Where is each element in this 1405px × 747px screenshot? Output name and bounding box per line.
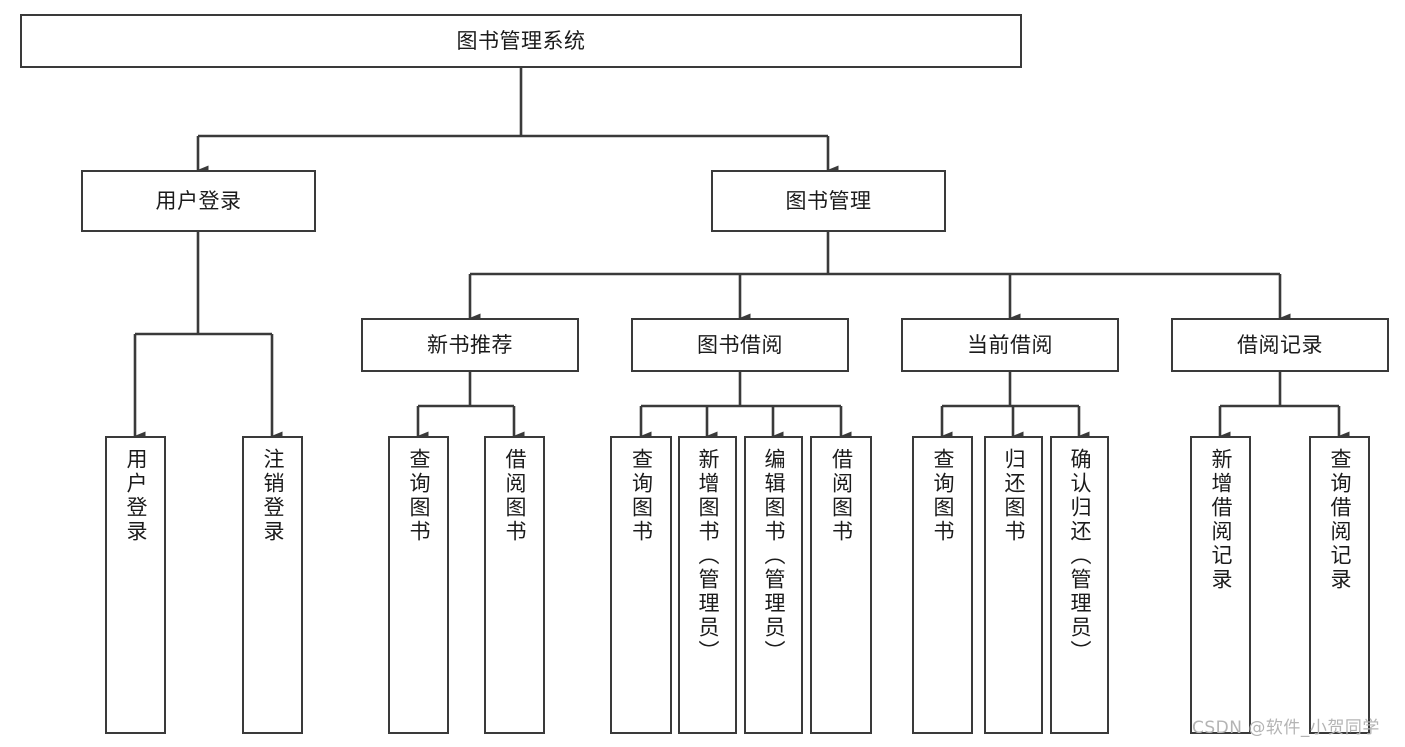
node-borrow-record[interactable]: 借阅记录 xyxy=(1171,318,1389,372)
node-label: 查询图书 xyxy=(931,448,955,544)
node-leaf-query-book-2[interactable]: 查询图书 xyxy=(610,436,672,734)
edge-paths xyxy=(133,68,1350,441)
node-label: 编辑图书（管理员） xyxy=(762,448,786,664)
node-leaf-query-record[interactable]: 查询借阅记录 xyxy=(1309,436,1370,734)
node-leaf-query-book-3[interactable]: 查询图书 xyxy=(912,436,973,734)
node-user-login[interactable]: 用户登录 xyxy=(81,170,316,232)
node-current-borrow[interactable]: 当前借阅 xyxy=(901,318,1119,372)
node-leaf-confirm-return[interactable]: 确认归还（管理员） xyxy=(1050,436,1109,734)
node-leaf-borrow-book-2[interactable]: 借阅图书 xyxy=(810,436,872,734)
node-leaf-borrow-book-1[interactable]: 借阅图书 xyxy=(484,436,545,734)
node-leaf-user-login[interactable]: 用户登录 xyxy=(105,436,166,734)
node-book-manage[interactable]: 图书管理 xyxy=(711,170,946,232)
node-label: 用户登录 xyxy=(155,188,242,213)
node-label: 图书借阅 xyxy=(697,332,783,357)
node-label: 归还图书 xyxy=(1002,448,1026,544)
node-label: 查询图书 xyxy=(407,448,431,544)
node-leaf-edit-book[interactable]: 编辑图书（管理员） xyxy=(744,436,803,734)
node-leaf-add-book[interactable]: 新增图书（管理员） xyxy=(678,436,737,734)
node-label: 图书管理 xyxy=(785,188,872,213)
node-label: 借阅图书 xyxy=(503,448,527,544)
node-root-book-management-system[interactable]: 图书管理系统 xyxy=(20,14,1022,68)
node-new-book-rec[interactable]: 新书推荐 xyxy=(361,318,579,372)
node-book-borrow[interactable]: 图书借阅 xyxy=(631,318,849,372)
node-label: 新书推荐 xyxy=(427,332,513,357)
node-leaf-return-book[interactable]: 归还图书 xyxy=(984,436,1043,734)
csdn-watermark: CSDN @软件_小贺同学 xyxy=(1192,718,1380,738)
node-leaf-add-record[interactable]: 新增借阅记录 xyxy=(1190,436,1251,734)
node-label: 查询借阅记录 xyxy=(1328,448,1352,592)
node-leaf-logout[interactable]: 注销登录 xyxy=(242,436,303,734)
node-label: 图书管理系统 xyxy=(456,28,586,53)
node-label: 借阅图书 xyxy=(829,448,854,544)
node-label: 用户登录 xyxy=(124,448,148,544)
node-label: 新增图书（管理员） xyxy=(696,448,720,664)
node-label: 注销登录 xyxy=(261,448,285,544)
node-label: 新增借阅记录 xyxy=(1209,448,1233,592)
node-leaf-query-book-1[interactable]: 查询图书 xyxy=(388,436,449,734)
node-label: 借阅记录 xyxy=(1237,332,1323,357)
node-label: 当前借阅 xyxy=(967,332,1053,357)
node-label: 查询图书 xyxy=(629,448,654,544)
node-label: 确认归还（管理员） xyxy=(1068,448,1092,664)
